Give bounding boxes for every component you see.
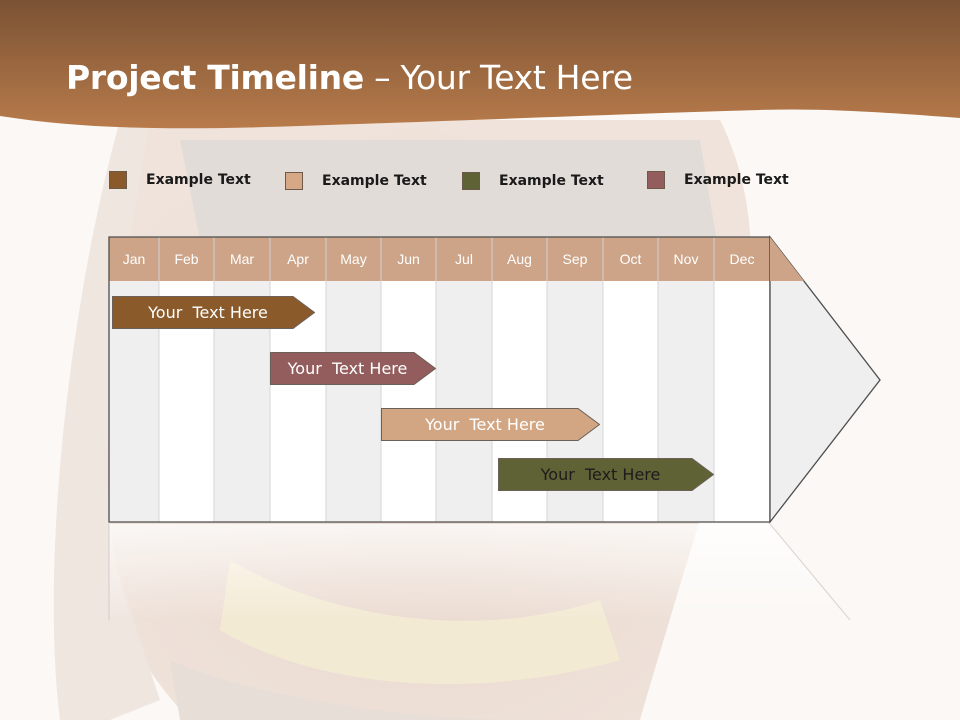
month-header-cell	[326, 237, 381, 281]
month-header-cell	[214, 237, 270, 281]
month-header-cell	[714, 237, 770, 281]
legend-label: Example Text	[684, 172, 789, 188]
legend-label: Example Text	[146, 172, 251, 188]
month-header-cell	[159, 237, 214, 281]
task-arrow	[498, 458, 714, 491]
task-bar-2[interactable]: Your Text Here	[270, 352, 436, 385]
arrow-head-top-band	[770, 237, 804, 281]
header-banner	[0, 0, 960, 129]
legend-swatch	[109, 171, 127, 189]
reflection-edge	[769, 523, 851, 621]
task-label: Your Text Here	[287, 359, 408, 378]
timeline-outline	[108, 236, 770, 523]
month-label-nov: Nov	[673, 251, 699, 267]
month-label-jun: Jun	[397, 251, 420, 267]
month-header-cell	[436, 237, 492, 281]
timeline-reflection	[109, 524, 850, 620]
month-column	[381, 281, 436, 522]
month-label-dec: Dec	[729, 251, 755, 267]
month-label-feb: Feb	[174, 251, 199, 267]
month-header-cell	[381, 237, 436, 281]
month-label-may: May	[340, 251, 367, 267]
month-label-oct: Oct	[619, 251, 642, 267]
task-label: Your Text Here	[148, 303, 268, 322]
month-header-cell	[270, 237, 326, 281]
month-header-cell	[109, 237, 159, 281]
task-bar-4[interactable]: Your Text Here	[498, 458, 714, 491]
task-label: Your Text Here	[540, 465, 661, 484]
task-bar-3[interactable]: Your Text Here	[381, 408, 600, 441]
month-header-cell	[492, 237, 547, 281]
legend-swatch	[462, 172, 480, 190]
task-arrow	[112, 296, 315, 329]
legend-swatch	[647, 171, 665, 189]
title-bold: Project Timeline	[66, 58, 364, 97]
legend-label: Example Text	[499, 173, 604, 189]
month-column	[436, 281, 492, 522]
task-bar-1[interactable]: Your Text Here	[112, 296, 315, 329]
legend-swatch	[285, 172, 303, 190]
month-header-cell	[658, 237, 714, 281]
timeline-arrow-head	[769, 235, 881, 524]
month-label-jan: Jan	[122, 251, 146, 267]
month-header-cell	[603, 237, 658, 281]
month-label-mar: Mar	[229, 251, 255, 267]
task-arrow	[381, 408, 600, 441]
title-subtitle: – Your Text Here	[363, 58, 633, 97]
month-label-apr: Apr	[287, 251, 309, 267]
task-label: Your Text Here	[425, 415, 545, 434]
task-arrow-shape	[381, 408, 600, 441]
task-arrow-shape	[270, 352, 436, 385]
month-label-aug: Aug	[507, 251, 532, 267]
month-header-cell	[547, 237, 603, 281]
month-label-sep: Sep	[562, 251, 588, 267]
task-arrow-shape	[112, 296, 315, 329]
task-arrow	[270, 352, 436, 385]
task-arrow-shape	[498, 458, 714, 491]
legend-label: Example Text	[322, 173, 427, 189]
slide-title: Project Timeline – Your Text Here	[66, 58, 633, 97]
month-column	[714, 281, 770, 522]
month-column	[326, 281, 381, 522]
month-label-jul: Jul	[455, 251, 473, 267]
